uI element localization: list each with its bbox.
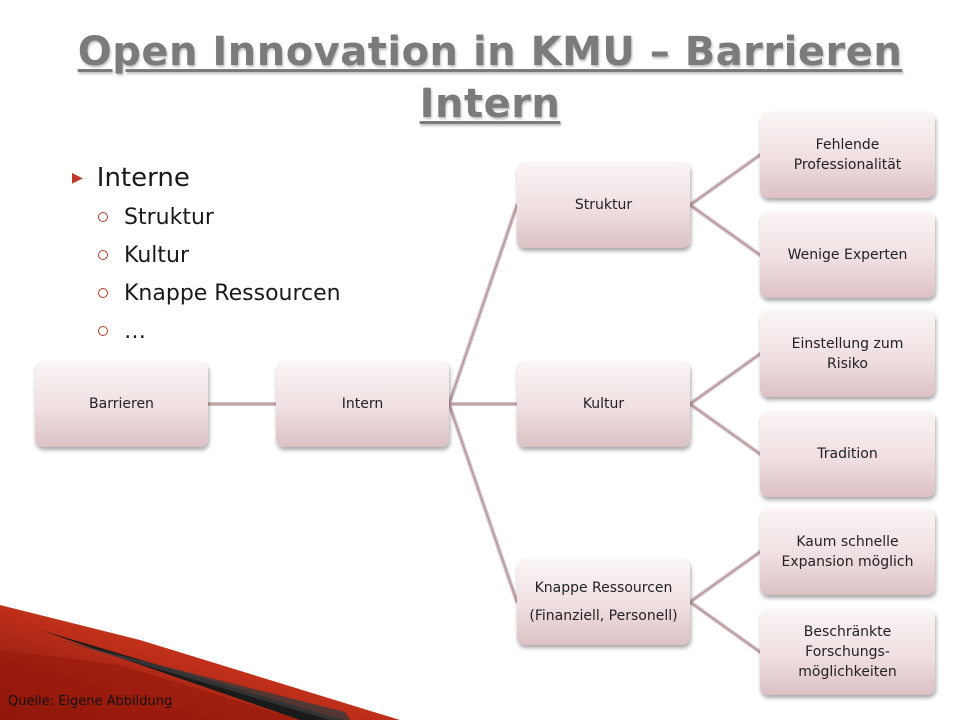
- node-tradition: Tradition: [760, 411, 935, 497]
- bullet-sub-label: Struktur: [124, 204, 214, 230]
- node-kultur: Kultur: [517, 361, 690, 447]
- node-label: Beschränkte Forschungs- möglichkeiten: [798, 624, 897, 680]
- bullet-list: ▶ Interne Struktur Kultur Knappe Ressour…: [72, 158, 341, 350]
- node-label: Tradition: [817, 446, 878, 462]
- node-beschraenkte-forschung: Beschränkte Forschungs- möglichkeiten: [760, 609, 935, 695]
- bullet-main-label: Interne: [96, 163, 190, 193]
- node-label: Barrieren: [89, 396, 154, 412]
- node-label: Struktur: [574, 197, 633, 213]
- slide-title-line1: Open Innovation in KMU – Barrieren: [77, 29, 903, 75]
- node-label: Kultur: [582, 396, 625, 412]
- node-wenige-experten: Wenige Experten: [760, 212, 935, 298]
- node-label: Fehlende Professionalität: [793, 137, 902, 173]
- node-label: Einstellung zum Risiko: [791, 336, 904, 372]
- bullet-sub: …: [98, 312, 341, 350]
- node-fehlende-professionalitaet: Fehlende Professionalität: [760, 112, 935, 198]
- node-struktur: Struktur: [517, 162, 690, 248]
- triangle-right-icon: ▶: [72, 170, 83, 186]
- source-caption: Quelle: Eigene Abbildung: [8, 694, 173, 709]
- bullet-sub: Knappe Ressourcen: [98, 274, 341, 312]
- bullet-sub-label: Kultur: [124, 242, 190, 268]
- slide-title: Open Innovation in KMU – Barrieren Inter…: [60, 26, 920, 130]
- bullet-sub-label: Knappe Ressourcen: [124, 280, 341, 306]
- ring-bullet-icon: [98, 250, 108, 260]
- node-label: Intern: [341, 396, 384, 412]
- bullet-sub-label: …: [124, 318, 146, 344]
- node-label-line2: (Finanziell, Personell): [529, 608, 678, 624]
- ring-bullet-icon: [98, 288, 108, 298]
- ring-bullet-icon: [98, 326, 108, 336]
- node-barrieren: Barrieren: [35, 361, 208, 447]
- bullet-sub: Kultur: [98, 236, 341, 274]
- node-label: Wenige Experten: [787, 247, 908, 263]
- node-label-line1: Knappe Ressourcen: [534, 580, 673, 596]
- node-label: Kaum schnelle Expansion möglich: [781, 534, 914, 570]
- node-einstellung-risiko: Einstellung zum Risiko: [760, 311, 935, 397]
- ring-bullet-icon: [98, 212, 108, 222]
- bullet-main: ▶ Interne: [72, 158, 341, 198]
- slide-title-line2: Intern: [419, 81, 561, 127]
- node-kaum-schnelle-expansion: Kaum schnelle Expansion möglich: [760, 509, 935, 595]
- bullet-sub: Struktur: [98, 198, 341, 236]
- node-knappe-ressourcen: Knappe Ressourcen (Finanziell, Personell…: [517, 559, 690, 645]
- node-intern: Intern: [276, 361, 449, 447]
